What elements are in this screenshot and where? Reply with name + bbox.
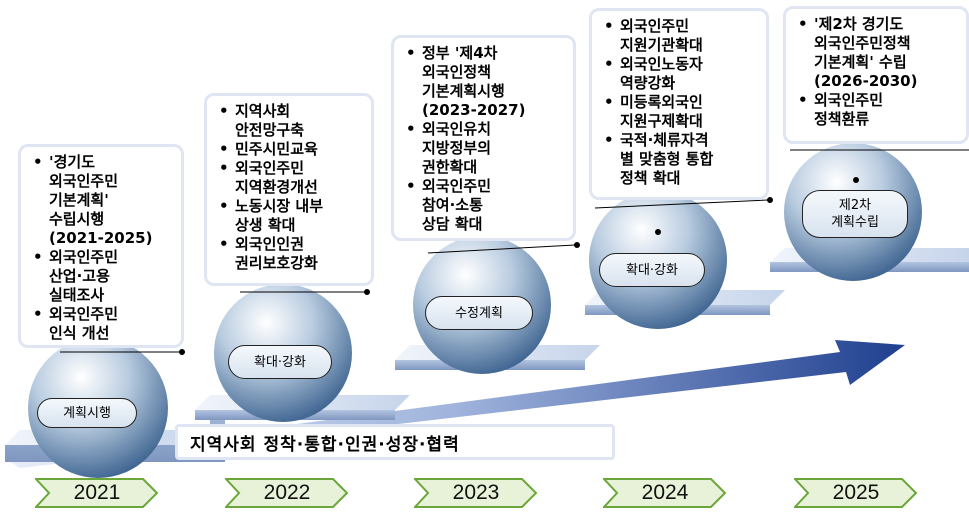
bullet-item: 외국인노동자 역량강화 [604, 55, 756, 93]
bullet-item: 국적·체류자격 별 맞춤형 통합 정책 확대 [604, 131, 756, 188]
year-chevron-2021: 2021 [35, 478, 159, 508]
bullet-item: 민주시민교육 [219, 140, 361, 159]
bullet-item: 정부 '제4차 외국인정책 기본계획시행 (2023-2027) [406, 44, 563, 120]
bullet-item: 외국인주민 산업·고용 실태조사 [33, 248, 171, 305]
year-label: 2025 [832, 481, 880, 504]
connector-dots [179, 177, 859, 355]
year-label: 2023 [452, 481, 500, 504]
bullet-item: '제2차 경기도 외국인주민정책 기본계획' 수립 (2026-2030) [798, 15, 956, 91]
bullet-item: 외국인주민 참여·소통 상담 확대 [406, 177, 563, 234]
bullet-item: 노동시장 내부 상생 확대 [219, 197, 361, 235]
bullet-item: 지역사회 안전망구축 [219, 102, 361, 140]
bullet-item: 외국인유치 지방정부의 권한확대 [406, 120, 563, 177]
bullet-item: 외국인주민 지원기관확대 [604, 17, 756, 55]
year-label: 2022 [263, 481, 311, 504]
year-label: 2024 [641, 481, 689, 504]
stage-box-2022: 지역사회 안전망구축민주시민교육외국인주민 지역환경개선노동시장 내부 상생 확… [204, 93, 374, 286]
sphere-label-2021: 계획시행 [37, 398, 137, 428]
year-label: 2021 [73, 481, 121, 504]
sphere-label-2023: 수정계획 [425, 296, 533, 330]
year-chevron-2025: 2025 [794, 478, 918, 508]
bullet-item: 외국인주민 지역환경개선 [219, 159, 361, 197]
year-chevron-2024: 2024 [603, 478, 727, 508]
stage-box-2021: '경기도 외국인주민 기본계획' 수립시행 (2021-2025)외국인주민 산… [18, 144, 184, 348]
bullet-item: 외국인인권 권리보호강화 [219, 235, 361, 273]
stage-box-2023: 정부 '제4차 외국인정책 기본계획시행 (2023-2027)외국인유치 지방… [391, 35, 576, 241]
sphere-label-2024: 확대·강화 [599, 253, 705, 287]
year-chevron-2022: 2022 [225, 478, 349, 508]
connector-lines [60, 149, 969, 353]
stage-box-2025: '제2차 경기도 외국인주민정책 기본계획' 수립 (2026-2030)외국인… [783, 6, 969, 144]
bullet-item: 외국인주민 정책환류 [798, 91, 956, 129]
slogan-bar: 지역사회 정착·통합·인권·성장·협력 [175, 424, 615, 460]
sphere-label-2025: 제2차 계획수립 [802, 190, 908, 238]
sphere-label-2022: 확대·강화 [228, 345, 332, 379]
stage-box-2024: 외국인주민 지원기관확대외국인노동자 역량강화미등록외국인 지원구제확대국적·체… [589, 8, 769, 200]
bullet-item: 미등록외국인 지원구제확대 [604, 93, 756, 131]
year-chevron-2023: 2023 [414, 478, 538, 508]
bullet-item: '경기도 외국인주민 기본계획' 수립시행 (2021-2025) [33, 153, 171, 248]
bullet-item: 외국인주민 인식 개선 [33, 305, 171, 343]
